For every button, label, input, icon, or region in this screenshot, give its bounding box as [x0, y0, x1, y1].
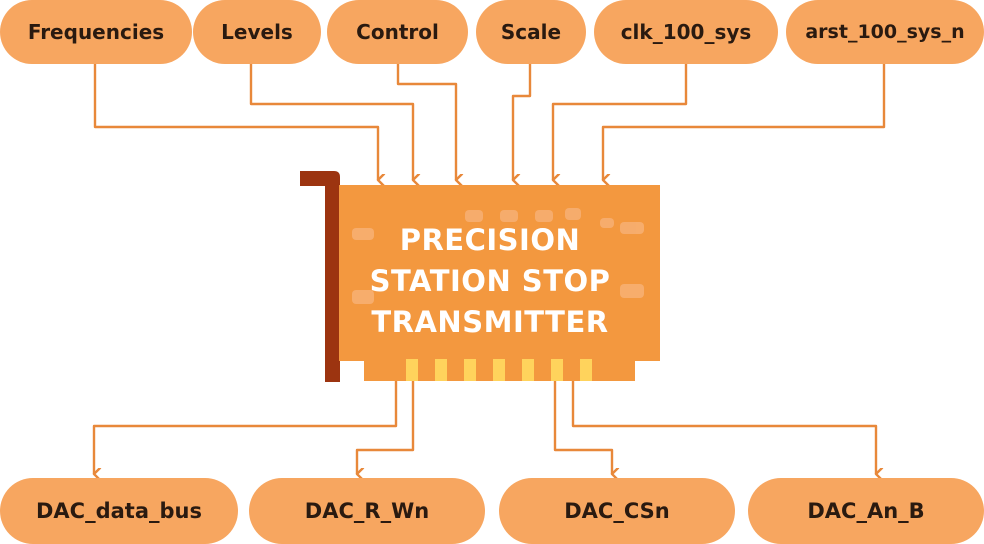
- chip-body: [339, 185, 660, 361]
- wire-clk-100-sys: [551, 64, 688, 180]
- chip-circuit-pattern: [352, 208, 644, 304]
- chip-pin: [522, 359, 534, 381]
- output-dac-data-bus: DAC_data_bus: [0, 478, 238, 544]
- chip-bracket: [300, 171, 340, 382]
- input-levels: Levels: [193, 0, 321, 64]
- chip-title-line-3: TRANSMITTER: [371, 305, 609, 339]
- input-control: Control: [327, 0, 468, 64]
- chip-pin: [464, 359, 476, 381]
- wire-dac-r-wn: [355, 381, 415, 474]
- wire-arst-100-sys-n: [601, 64, 886, 180]
- chip-title: PRECISION STATION STOP TRANSMITTER: [340, 220, 640, 343]
- output-dac-r-wn: DAC_R_Wn: [249, 478, 485, 544]
- chip-pin: [406, 359, 418, 381]
- input-frequencies: Frequencies: [0, 0, 192, 64]
- chip-pin: [551, 359, 563, 381]
- output-dac-csn: DAC_CSn: [499, 478, 735, 544]
- wire-dac-csn: [553, 381, 612, 474]
- input-scale: Scale: [476, 0, 586, 64]
- chip-pin: [580, 359, 592, 381]
- chip-pins: [406, 359, 592, 381]
- output-dac-an-b: DAC_An_B: [748, 478, 984, 544]
- chip-pin: [493, 359, 505, 381]
- wire-levels: [249, 64, 413, 180]
- wire-control: [396, 64, 456, 180]
- chip-pin: [435, 359, 447, 381]
- wire-dac-data-bus: [92, 381, 398, 474]
- input-clk-100-sys: clk_100_sys: [594, 0, 778, 64]
- wire-dac-an-b: [571, 381, 876, 474]
- input-arst-100-sys-n: arst_100_sys_n: [786, 0, 984, 64]
- wire-scale: [511, 64, 532, 180]
- chip-title-line-1: PRECISION: [399, 223, 581, 257]
- chip-title-line-2: STATION STOP: [369, 264, 611, 298]
- wire-frequencies: [93, 64, 378, 180]
